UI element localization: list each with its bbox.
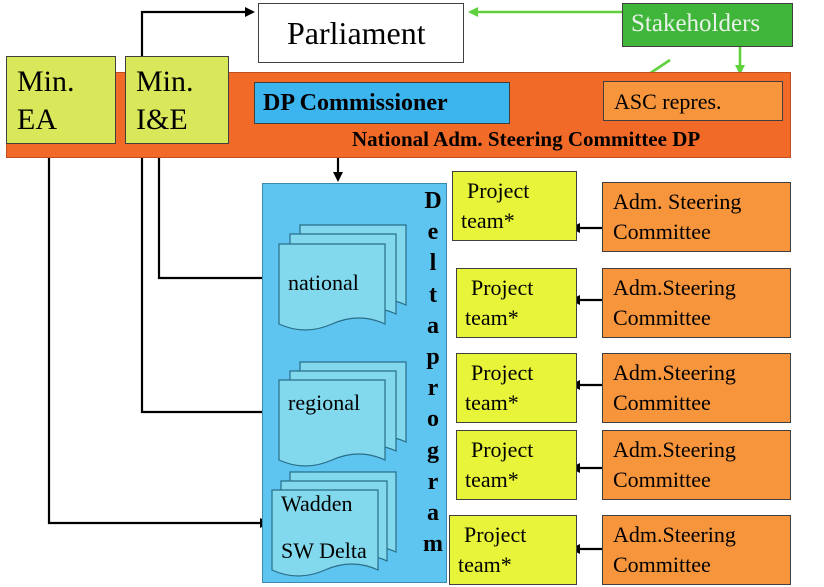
project-team-label: Project <box>471 275 534 300</box>
dp-commissioner-label: DP Commissioner <box>263 90 448 116</box>
adm-steering-committee-label: Committee <box>613 305 711 330</box>
wadden-document-label: Wadden <box>281 491 353 516</box>
stakeholders-label: Stakeholders <box>631 10 761 37</box>
adm-steering-committee-label: Adm.Steering <box>613 437 736 462</box>
deltaprogram-letter: a <box>427 500 439 526</box>
deltaprogram-letter: r <box>427 468 439 495</box>
regional-document-stack <box>278 361 407 467</box>
ministry-ea-box: Min. EA <box>6 56 116 144</box>
project-team-label: team* <box>461 208 515 233</box>
project-team-label: Project <box>464 522 527 547</box>
ministry-ie-box: Min. I&E <box>125 56 229 144</box>
parliament-label: Parliament <box>287 15 426 51</box>
parliament-box: Parliament <box>258 3 464 63</box>
project-team-box: Project team* <box>456 268 577 338</box>
project-team-label: Project <box>467 178 530 203</box>
ministry-ea-line1: Min. <box>17 65 75 98</box>
project-team-label: Project <box>471 360 534 385</box>
adm-steering-committee-label: Adm.Steering <box>613 275 736 300</box>
sw-delta-document-label: SW Delta <box>281 538 367 563</box>
ministry-ea-line2: EA <box>17 103 57 136</box>
project-team-label: team* <box>465 390 519 415</box>
dp-commissioner-box: DP Commissioner <box>254 82 510 124</box>
project-team-label: Project <box>471 437 534 462</box>
regional-document-label: regional <box>288 390 361 415</box>
adm-steering-committee-label: Committee <box>613 552 711 577</box>
deltaprogram-letter: a <box>427 312 439 339</box>
asc-repres-label: ASC repres. <box>614 89 722 114</box>
deltaprogram-letter: g <box>427 437 439 464</box>
adm-steering-committee-label: Adm. Steering <box>613 189 742 214</box>
project-team-label: team* <box>465 305 519 330</box>
adm-steering-committee-label: Adm.Steering <box>613 522 736 547</box>
deltaprogram-letter: l <box>429 250 437 277</box>
arrow-ministry-to-national <box>157 144 278 283</box>
project-team-box: Project team* <box>452 171 577 241</box>
wadden-swdelta-document-stack <box>271 471 397 577</box>
deltaprogram-letter: m <box>423 531 443 558</box>
adm-steering-committee-label: Committee <box>613 219 711 244</box>
ministry-ie-line1: Min. <box>136 65 194 98</box>
national-document-label: national <box>288 270 359 295</box>
adm-steering-committee-label: Committee <box>613 390 711 415</box>
deltaprogram-letter: p <box>426 344 440 370</box>
deltaprogram-letter: e <box>427 219 439 246</box>
deltaprogram-letter: t <box>429 281 437 308</box>
adm-steering-committee-label: Committee <box>613 467 711 492</box>
arrow-ministry-to-regional <box>140 144 278 417</box>
arrow-ministry-to-parliament <box>140 7 255 56</box>
deltaprogram-letter: D <box>424 188 442 214</box>
project-team-box: Project team* <box>456 430 577 500</box>
national-document-stack <box>278 224 407 331</box>
project-team-label: team* <box>458 552 512 577</box>
ministry-ie-line2: I&E <box>136 103 188 136</box>
stakeholders-box: Stakeholders <box>622 3 793 47</box>
national-steering-committee-label: National Adm. Steering Committee DP <box>352 127 701 151</box>
project-team-box: Project team* <box>456 353 577 423</box>
arrow-ministry-ea-to-wadden <box>47 144 270 528</box>
project-team-box: Project team* <box>449 515 577 585</box>
deltaprogram-letter: o <box>427 406 439 433</box>
deltaprogram-letter: r <box>427 375 439 402</box>
adm-steering-committee-label: Adm.Steering <box>613 360 736 385</box>
project-team-label: team* <box>465 467 519 492</box>
asc-repres-box: ASC repres. <box>603 81 783 121</box>
